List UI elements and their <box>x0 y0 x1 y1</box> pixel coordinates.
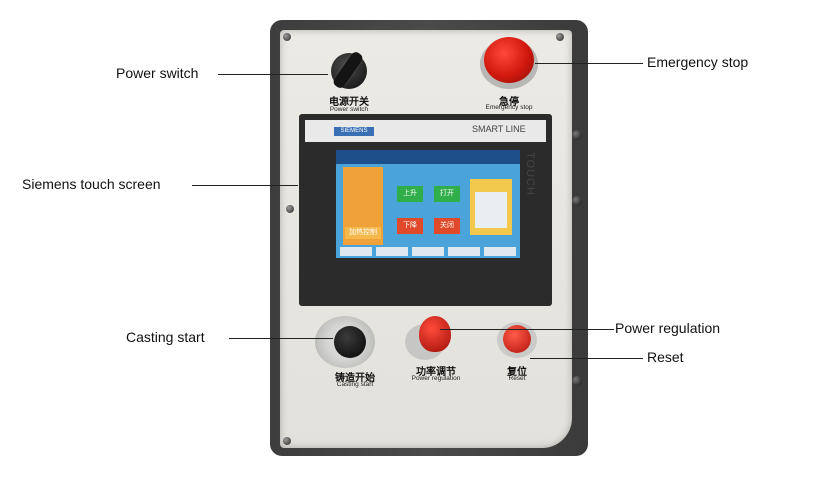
touch-side-label: TOUCH <box>524 152 536 196</box>
leader-line-power-switch <box>218 74 328 75</box>
hmi-button-close[interactable]: 关闭 <box>434 218 460 234</box>
touch-screen-top-strip <box>305 120 546 142</box>
side-bolt <box>572 130 582 140</box>
reset-label-en: Reset <box>508 375 526 382</box>
callout-emergency-stop: Emergency stop <box>647 54 749 70</box>
power-regulation-label-en: Power regulation <box>411 375 461 382</box>
hmi-footer-button[interactable] <box>340 247 372 256</box>
corner-screw <box>556 33 564 41</box>
casting-start-label-en: Casting start <box>336 381 374 388</box>
callout-power-switch: Power switch <box>116 65 199 81</box>
corner-screw <box>283 33 291 41</box>
leader-line-casting-start <box>229 338 333 339</box>
side-bolt <box>572 376 582 386</box>
corner-screw <box>286 205 294 213</box>
callout-power-regulation: Power regulation <box>615 320 721 336</box>
emergency-stop-label-en: Emergency stop <box>485 104 533 111</box>
leader-line-reset <box>530 358 643 359</box>
emergency-stop-label-cn: 急停 <box>499 97 519 108</box>
callout-reset: Reset <box>647 349 684 365</box>
hmi-image-preview <box>475 192 507 228</box>
hmi-button-up[interactable]: 上升 <box>397 186 423 202</box>
leader-line-touch-screen <box>192 185 298 186</box>
hmi-header-bar <box>336 150 520 164</box>
hmi-button-down[interactable]: 下降 <box>397 218 423 234</box>
model-label: SMART LINE <box>472 124 526 134</box>
leader-line-power-regulation <box>440 329 614 330</box>
corner-screw <box>283 437 291 445</box>
hmi-button-open[interactable]: 打开 <box>434 186 460 202</box>
siemens-logo: SIEMENS <box>334 127 374 136</box>
power-switch-label-cn: 电源开关 <box>329 97 369 108</box>
emergency-stop-button[interactable] <box>484 37 534 83</box>
casting-start-label-cn: 铸造开始 <box>335 373 375 384</box>
callout-casting-start: Casting start <box>126 329 205 345</box>
hmi-footer-button[interactable] <box>484 247 516 256</box>
hmi-footer-button[interactable] <box>412 247 444 256</box>
callout-touch-screen: Siemens touch screen <box>22 176 161 192</box>
leader-line-emergency-stop <box>535 63 643 64</box>
hmi-button-heat[interactable]: 加热控制 <box>345 227 381 239</box>
power-regulation-knob[interactable] <box>419 316 451 352</box>
hmi-footer-button[interactable] <box>376 247 408 256</box>
casting-start-button[interactable] <box>334 326 366 358</box>
side-bolt <box>572 196 582 206</box>
reset-label-cn: 复位 <box>507 367 527 378</box>
power-switch-label-en: Power switch <box>329 106 369 113</box>
power-regulation-label-cn: 功率调节 <box>416 367 456 378</box>
hmi-footer-button[interactable] <box>448 247 480 256</box>
